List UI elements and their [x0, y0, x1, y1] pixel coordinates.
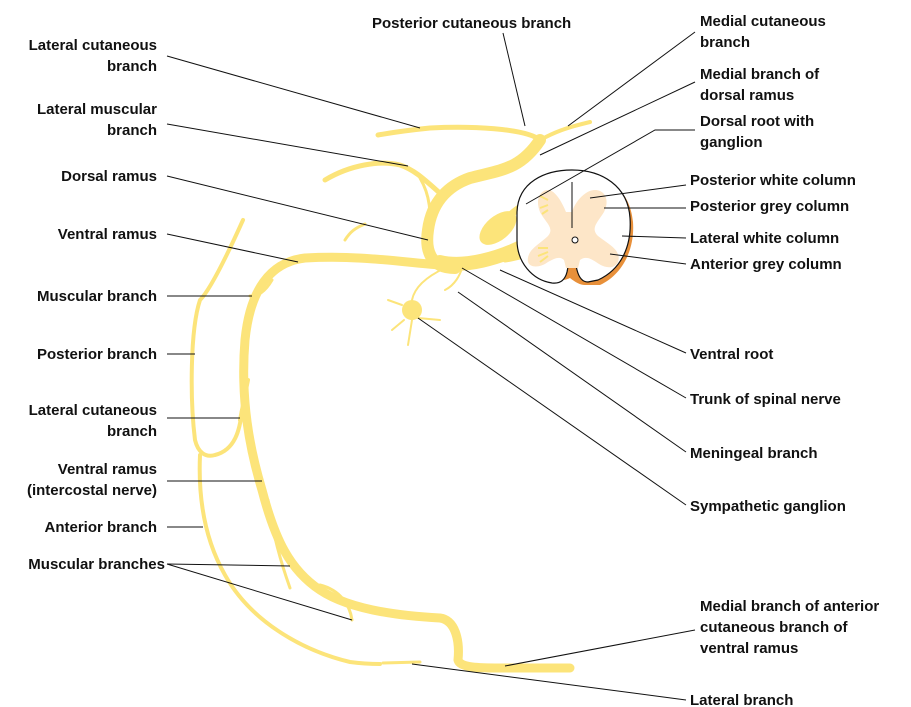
label-ventral-ramus: Ventral ramus — [58, 226, 157, 243]
label-lateral-cutaneous-upper-1: Lateral cutaneous — [29, 37, 157, 54]
posterior-cutaneous-nerve — [378, 127, 540, 140]
label-lateral-cutaneous-upper-2: branch — [107, 58, 157, 75]
label-trunk-spinal-nerve: Trunk of spinal nerve — [690, 391, 841, 408]
medial-cutaneous-nerve — [540, 122, 590, 140]
label-lateral-branch: Lateral branch — [690, 692, 793, 707]
leader-sympathetic — [418, 318, 686, 505]
spinal-cord-cross-section — [517, 170, 633, 285]
leader-posterior-cutaneous — [503, 33, 525, 126]
ventral-ramus-nerve — [244, 257, 570, 668]
leader-medial-anterior — [505, 630, 695, 666]
leader-trunk — [462, 268, 686, 398]
leader-dorsal-ramus — [167, 176, 428, 240]
lateral-branch-nerve — [383, 662, 420, 663]
label-dorsal-root-1: Dorsal root with — [700, 113, 814, 130]
label-lateral-cutaneous-lower-2: branch — [107, 423, 157, 440]
leader-lateral-cutaneous-upper — [167, 56, 420, 128]
label-lateral-cutaneous-lower-1: Lateral cutaneous — [29, 402, 157, 419]
label-posterior-grey-column: Posterior grey column — [690, 198, 849, 215]
sympathetic-ganglion-shape — [402, 300, 422, 320]
label-medial-cutaneous-branch-1: Medial cutaneous — [700, 13, 826, 30]
label-ventral-ramus-intercostal-1: Ventral ramus — [58, 461, 157, 478]
label-muscular-branches: Muscular branches — [28, 556, 165, 573]
labels-left: Lateral cutaneous branch Lateral muscula… — [27, 37, 165, 573]
leader-medial-branch-dorsal — [540, 82, 695, 155]
label-medial-branch-dorsal-1: Medial branch of — [700, 66, 820, 83]
labels-right: Posterior cutaneous branch Medial cutane… — [372, 13, 879, 707]
leader-meningeal — [458, 292, 686, 452]
posterior-branch-nerve — [192, 220, 243, 456]
label-muscular-branch: Muscular branch — [37, 288, 157, 305]
label-lateral-muscular-2: branch — [107, 122, 157, 139]
label-dorsal-root-2: ganglion — [700, 134, 763, 151]
label-lateral-muscular-1: Lateral muscular — [37, 101, 157, 118]
central-canal — [572, 237, 578, 243]
label-posterior-white-column: Posterior white column — [690, 172, 856, 189]
label-ventral-ramus-intercostal-2: (intercostal nerve) — [27, 482, 157, 499]
label-dorsal-ramus: Dorsal ramus — [61, 168, 157, 185]
leader-lateral-muscular — [167, 124, 408, 166]
label-sympathetic-ganglion: Sympathetic ganglion — [690, 498, 846, 515]
label-medial-branch-anterior-1: Medial branch of anterior — [700, 598, 879, 615]
meningeal-branch-top — [345, 224, 365, 240]
label-lateral-white-column: Lateral white column — [690, 230, 839, 247]
label-ventral-root: Ventral root — [690, 346, 773, 363]
label-anterior-grey-column: Anterior grey column — [690, 256, 842, 273]
label-anterior-branch: Anterior branch — [44, 519, 157, 536]
label-medial-cutaneous-branch-2: branch — [700, 34, 750, 51]
label-medial-branch-dorsal-2: dorsal ramus — [700, 87, 794, 104]
label-posterior-branch: Posterior branch — [37, 346, 157, 363]
label-meningeal-branch: Meningeal branch — [690, 445, 818, 462]
leader-muscular-branches-1 — [167, 564, 290, 566]
label-medial-branch-anterior-3: ventral ramus — [700, 640, 798, 657]
label-posterior-cutaneous-branch: Posterior cutaneous branch — [372, 15, 571, 32]
label-medial-branch-anterior-2: cutaneous branch of — [700, 619, 849, 636]
